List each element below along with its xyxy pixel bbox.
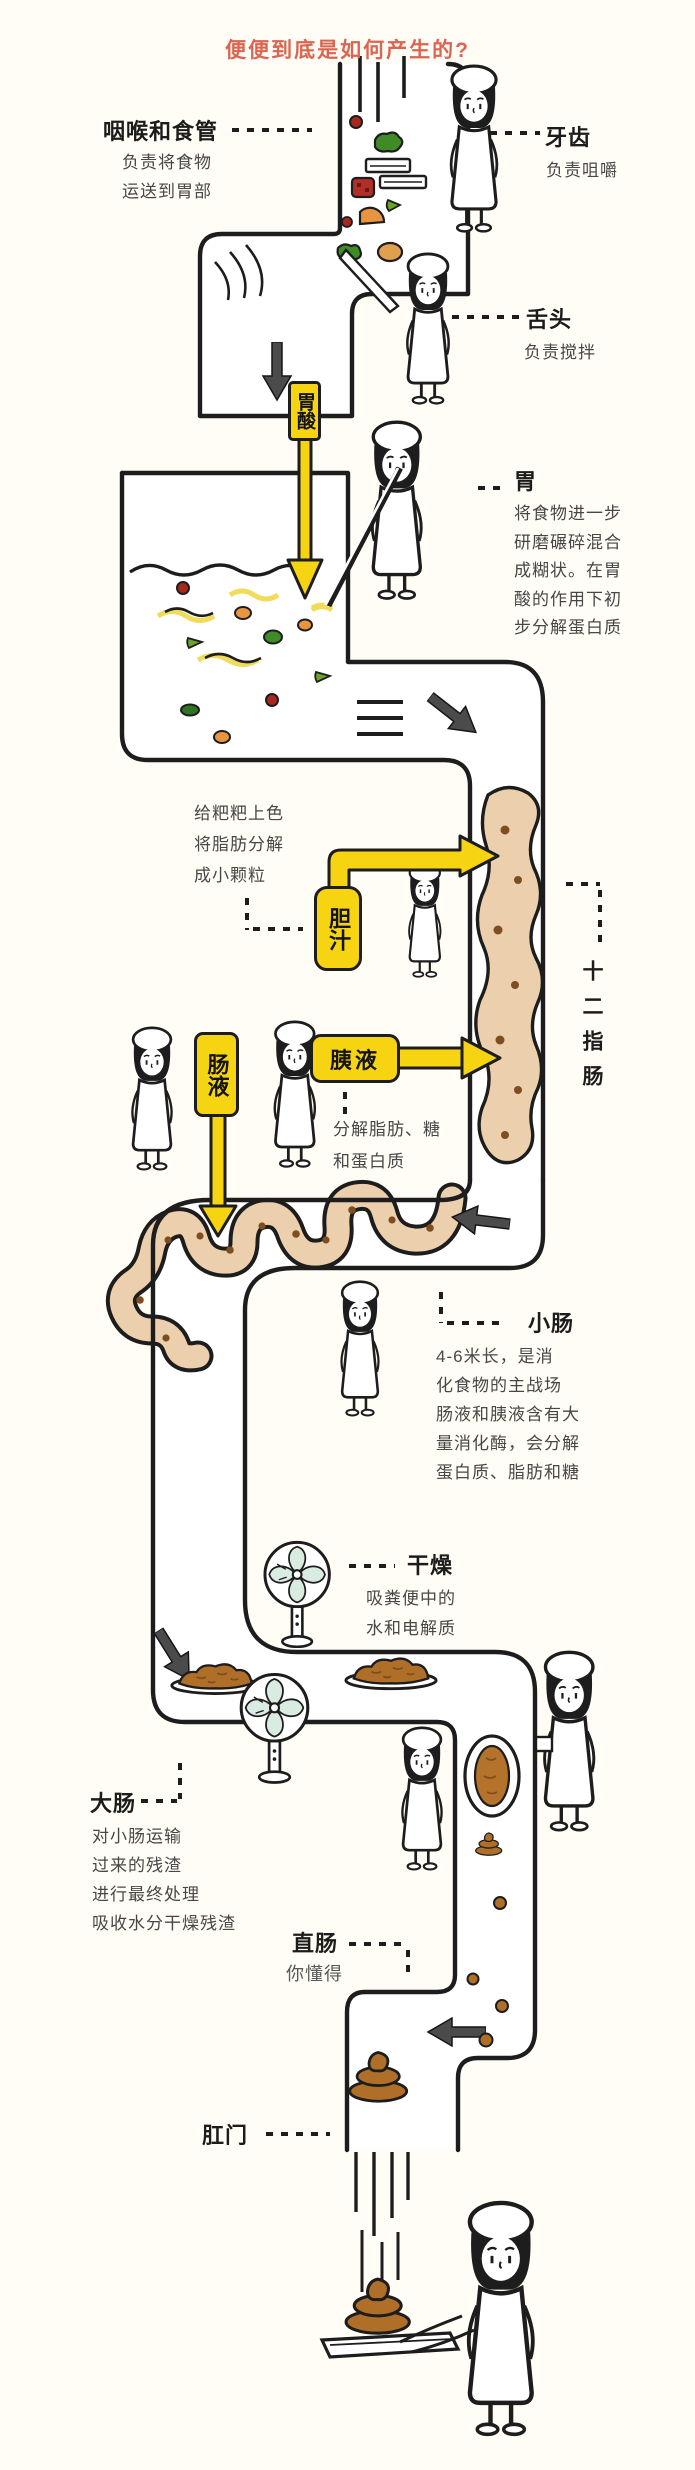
drying-desc: 吸粪便中的 水和电解质 [366,1589,456,1638]
drying-label: 干燥 [407,1553,454,1578]
pancreatic-fluid-arrowhead [460,1036,502,1080]
small-intestine-desc: 4-6米长，是消 化食物的主战场 肠液和胰液含有大 量消化酶，会分解 蛋白质、脂… [436,1347,580,1482]
large-intestine-character [401,1726,443,1871]
bile-pipe-arrow [327,834,500,892]
pancreatic-fluid-shaft [394,1046,464,1070]
anus-and-output [319,2051,461,2359]
stomach-acid-sign: 胃酸 [288,381,321,441]
dotted-leaders [141,128,602,2136]
pancreatic-fluid-sign: 胰液 [310,1034,400,1083]
stomach-desc: 将食物进一步 研磨碾碎混合 成糊状。在胃 酸的作用下初 步分解蛋白质 [514,504,622,637]
small-intestine-label: 小肠 [528,1311,575,1336]
stirring-stick [324,466,403,610]
large-intestine-label: 大肠 [90,1791,137,1816]
duodenum-tube [474,785,545,1165]
poop-tray [319,2331,461,2359]
bile-note: 给粑粑上色 将脂肪分解 成小颗粒 [194,804,284,885]
rectum-desc: 你懂得 [286,1964,343,1984]
characters [131,64,596,2434]
drying-fan-2 [239,1672,310,1785]
pancreatic-note: 分解脂肪、糖 和蛋白质 [333,1120,441,1171]
stomach-contents [129,563,403,744]
intestinal-fluid-pole [209,1112,227,1210]
large-intestine-contents [170,1540,521,2048]
page-title: 便便到底是如何产生的? [225,39,470,62]
drying-fan-1 [263,1540,331,1649]
duodenum-label: 十二指肠 [580,960,603,1100]
small-intestine-character [340,1280,380,1417]
teeth-label: 牙齿 [545,125,592,150]
yellow-markers [198,436,502,1238]
tract-fills [122,64,543,2150]
stomach-label: 胃 [514,469,538,494]
small-intestine-tube [105,1179,468,1373]
pancreatic-fluid-character [273,1020,317,1169]
stomach-acid-pole [297,436,313,564]
teeth-desc: 负责咀嚼 [546,161,618,180]
intestinal-fluid-arrowhead [198,1204,238,1238]
teeth-character [449,64,499,233]
rectum-label: 直肠 [292,1931,339,1956]
large-intestine-desc: 对小肠运输 过来的残渣 进行最终处理 吸收水分干燥残渣 [92,1827,236,1933]
bile-sign: 胆汁 [314,886,362,971]
tongue-character [405,252,451,405]
tongue-label: 舌头 [526,307,573,332]
inspector-plate [534,1735,554,1753]
tongue-knife [338,248,400,314]
intestinal-fluid-character [131,1026,173,1171]
anus-label: 肛门 [202,2123,249,2148]
tray-character-arms [399,2314,475,2354]
falling-poop [344,2277,411,2335]
intestinal-fluid-sign: 肠液 [194,1032,239,1117]
tray-character [469,2203,533,2434]
esophagus-desc: 负责将食物 运送到胃部 [122,153,212,201]
esophagus-label: 咽喉和食管 [103,119,219,144]
tongue-desc: 负责搅拌 [524,343,596,362]
bile-character [408,862,442,978]
stomach-acid-arrowhead [286,558,324,600]
